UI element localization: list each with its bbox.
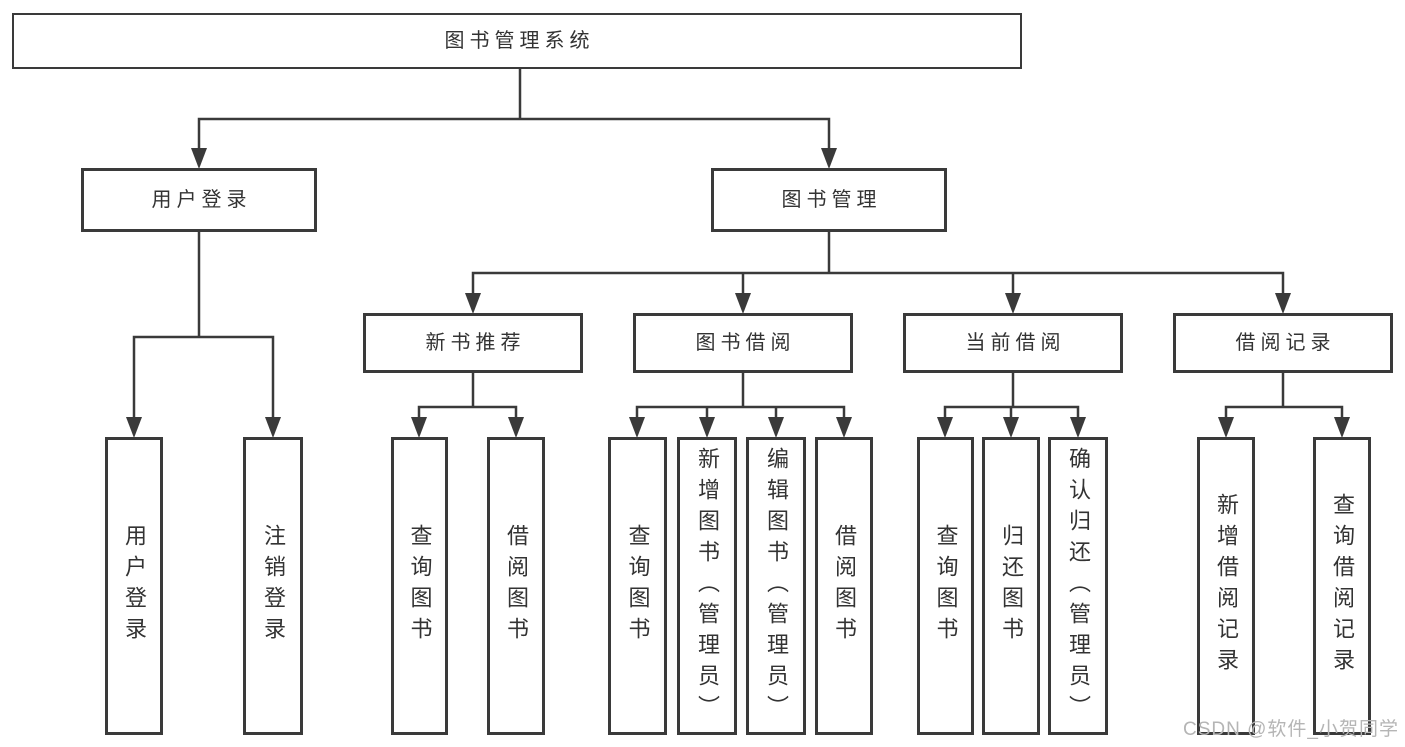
node-current-borrow-label: 当前借阅: [965, 332, 1066, 354]
node-record-add-record-label: 新增借阅记录: [1214, 493, 1239, 679]
node-borrow-query-book-label: 查询图书: [625, 524, 651, 648]
node-logout-leaf-label: 注销登录: [261, 524, 286, 648]
node-borrow-add-book-admin-label: 新增图书（管理员）: [695, 446, 720, 726]
node-root: 图书管理系统: [12, 13, 1022, 69]
node-current-confirm-return-admin-label: 确认归还（管理员）: [1066, 446, 1091, 726]
node-new-book-recommend-label: 新书推荐: [425, 332, 526, 354]
node-borrow-borrow-book-label: 借阅图书: [832, 524, 857, 648]
node-borrow-add-book-admin: 新增图书（管理员）: [677, 437, 737, 735]
node-current-confirm-return-admin: 确认归还（管理员）: [1048, 437, 1108, 735]
node-current-query-book: 查询图书: [917, 437, 974, 735]
node-current-return-book-label: 归还图书: [999, 524, 1024, 648]
watermark: CSDN @软件_小贺同学: [1183, 719, 1399, 740]
node-borrow-query-book: 查询图书: [608, 437, 667, 735]
node-borrow-borrow-book: 借阅图书: [815, 437, 873, 735]
arrowheads: [126, 148, 1350, 438]
node-book-management-label: 图书管理: [781, 189, 882, 211]
node-current-borrow: 当前借阅: [903, 313, 1123, 373]
node-current-query-book-label: 查询图书: [933, 524, 959, 648]
node-borrow-record-label: 借阅记录: [1235, 332, 1336, 354]
node-user-login-leaf: 用户登录: [105, 437, 163, 735]
node-user-login-leaf-label: 用户登录: [122, 524, 147, 648]
node-recommend-borrow-book: 借阅图书: [487, 437, 545, 735]
node-root-label: 图书管理系统: [444, 30, 595, 52]
node-book-borrow-label: 图书借阅: [695, 332, 796, 354]
node-borrow-edit-book-admin-label: 编辑图书（管理员）: [764, 446, 789, 726]
node-logout-leaf: 注销登录: [243, 437, 303, 735]
node-book-management: 图书管理: [711, 168, 947, 232]
node-recommend-query-book-label: 查询图书: [407, 524, 433, 648]
node-current-return-book: 归还图书: [982, 437, 1040, 735]
node-borrow-record: 借阅记录: [1173, 313, 1393, 373]
node-record-add-record: 新增借阅记录: [1197, 437, 1255, 735]
node-book-borrow: 图书借阅: [633, 313, 853, 373]
node-record-query-record: 查询借阅记录: [1313, 437, 1371, 735]
node-borrow-edit-book-admin: 编辑图书（管理员）: [746, 437, 806, 735]
node-user-login-group: 用户登录: [81, 168, 317, 232]
node-recommend-borrow-book-label: 借阅图书: [504, 524, 529, 648]
node-user-login-group-label: 用户登录: [151, 189, 252, 211]
connector-group: [132, 67, 1344, 421]
node-record-query-record-label: 查询借阅记录: [1330, 493, 1355, 679]
node-new-book-recommend: 新书推荐: [363, 313, 583, 373]
node-recommend-query-book: 查询图书: [391, 437, 448, 735]
